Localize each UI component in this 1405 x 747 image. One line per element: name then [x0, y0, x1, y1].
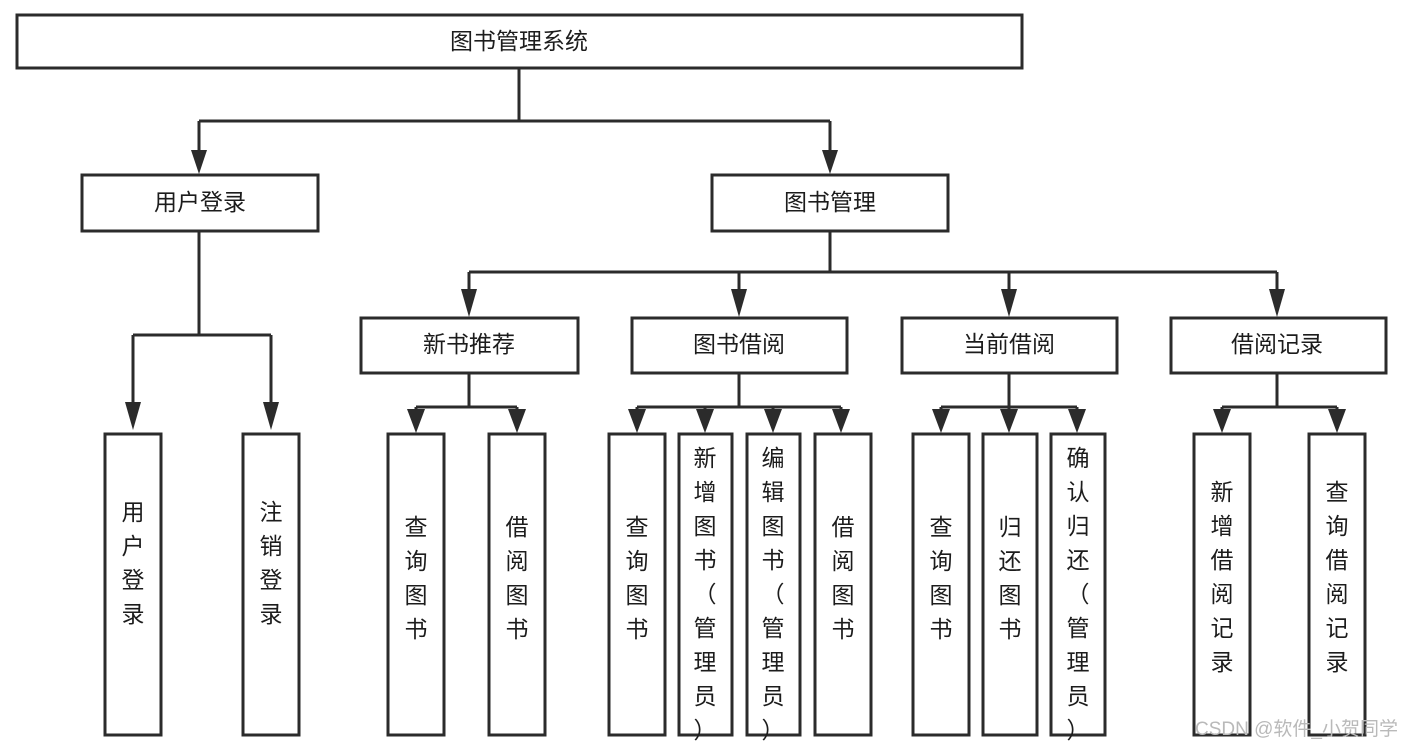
- arrow-head-icon: [832, 409, 850, 433]
- leaf-borrow-book-2-label: 借阅图书: [832, 514, 855, 642]
- leaf-query-book-3-label: 查询图书: [930, 514, 953, 642]
- node-book-borrow-box[interactable]: [630, 316, 849, 375]
- leaf-add-book-label: 新增图书（管理员）: [694, 445, 717, 743]
- node-user-login-label: 用户登录: [154, 189, 246, 215]
- node-book-manage-label: 图书管理: [784, 189, 876, 215]
- leaf-query-book-1-box[interactable]: [386, 432, 446, 737]
- leaf-confirm-return-box[interactable]: [1049, 432, 1107, 737]
- arrow-head-icon: [1000, 409, 1018, 433]
- leaf-query-record-label: 查询借阅记录: [1326, 479, 1349, 675]
- node-user-login[interactable]: 用户登录: [80, 173, 320, 233]
- leaf-user-login-label: 用户登录: [122, 499, 145, 627]
- leaf-add-book[interactable]: 新增图书（管理员）: [677, 432, 734, 743]
- node-book-borrow-label: 图书借阅: [693, 331, 785, 357]
- arrow-head-icon: [696, 409, 714, 433]
- leaf-add-record-box[interactable]: [1192, 432, 1252, 737]
- leaf-return-book-label: 归还图书: [999, 514, 1022, 642]
- leaf-query-record-box[interactable]: [1307, 432, 1367, 737]
- leaf-add-record[interactable]: 新增借阅记录: [1192, 432, 1252, 737]
- leaf-edit-book-box[interactable]: [745, 432, 802, 737]
- leaf-borrow-book-1[interactable]: 借阅图书: [487, 432, 547, 737]
- node-borrow-record-box[interactable]: [1169, 316, 1388, 375]
- leaf-query-book-1-label: 查询图书: [405, 514, 428, 642]
- leaf-confirm-return-label: 确认归还（管理员）: [1067, 445, 1090, 743]
- node-book-manage-box[interactable]: [710, 173, 950, 233]
- connector-layer: [125, 68, 1346, 433]
- node-new-book-recommend[interactable]: 新书推荐: [359, 316, 580, 375]
- arrow-head-icon: [1328, 409, 1346, 433]
- arrow-head-icon: [628, 409, 646, 433]
- leaf-add-record-label: 新增借阅记录: [1211, 479, 1234, 675]
- leaf-borrow-book-1-box[interactable]: [487, 432, 547, 737]
- node-root-box[interactable]: [15, 13, 1024, 70]
- arrow-head-icon: [508, 409, 526, 433]
- arrow-head-icon: [822, 150, 838, 174]
- arrow-head-icon: [764, 409, 782, 433]
- leaf-query-book-1[interactable]: 查询图书: [386, 432, 446, 737]
- leaf-user-logout[interactable]: 注销登录: [241, 432, 301, 737]
- leaf-return-book-box[interactable]: [981, 432, 1039, 737]
- node-book-manage[interactable]: 图书管理: [710, 173, 950, 233]
- node-current-borrow-box[interactable]: [900, 316, 1119, 375]
- arrow-head-icon: [1068, 409, 1086, 433]
- csdn-watermark: CSDN @软件_小贺同学: [1195, 718, 1398, 740]
- leaf-borrow-book-2-box[interactable]: [813, 432, 873, 737]
- node-new-book-recommend-box[interactable]: [359, 316, 580, 375]
- leaf-confirm-return[interactable]: 确认归还（管理员）: [1049, 432, 1107, 743]
- arrow-head-icon: [731, 289, 747, 317]
- node-current-borrow[interactable]: 当前借阅: [900, 316, 1119, 375]
- leaf-add-book-box[interactable]: [677, 432, 734, 737]
- leaf-user-logout-label: 注销登录: [260, 499, 283, 627]
- leaf-query-book-3-box[interactable]: [911, 432, 971, 737]
- leaf-user-logout-box[interactable]: [241, 432, 301, 737]
- leaf-query-book-2-label: 查询图书: [626, 514, 649, 642]
- leaf-query-book-2-box[interactable]: [607, 432, 667, 737]
- arrow-head-icon: [461, 289, 477, 317]
- arrow-head-icon: [191, 150, 207, 174]
- node-root[interactable]: 图书管理系统: [15, 13, 1024, 70]
- leaf-user-login-box[interactable]: [103, 432, 163, 737]
- leaf-edit-book-label: 编辑图书（管理员）: [762, 445, 785, 743]
- leaf-query-book-2[interactable]: 查询图书: [607, 432, 667, 737]
- node-borrow-record[interactable]: 借阅记录: [1169, 316, 1388, 375]
- arrow-head-icon: [1001, 289, 1017, 317]
- leaf-return-book[interactable]: 归还图书: [981, 432, 1039, 737]
- node-root-label: 图书管理系统: [450, 28, 588, 54]
- arrow-head-icon: [407, 409, 425, 433]
- arrow-head-icon: [1269, 289, 1285, 317]
- node-user-login-box[interactable]: [80, 173, 320, 233]
- leaf-edit-book[interactable]: 编辑图书（管理员）: [745, 432, 802, 743]
- leaf-borrow-book-2[interactable]: 借阅图书: [813, 432, 873, 737]
- leaf-query-book-3[interactable]: 查询图书: [911, 432, 971, 737]
- node-borrow-record-label: 借阅记录: [1231, 331, 1323, 357]
- leaf-query-record[interactable]: 查询借阅记录: [1307, 432, 1367, 737]
- arrow-head-icon: [932, 409, 950, 433]
- node-current-borrow-label: 当前借阅: [963, 331, 1055, 357]
- leaf-user-login[interactable]: 用户登录: [103, 432, 163, 737]
- arrow-head-icon: [125, 402, 141, 430]
- arrow-head-icon: [1213, 409, 1231, 433]
- arrow-head-icon: [263, 402, 279, 430]
- node-book-borrow[interactable]: 图书借阅: [630, 316, 849, 375]
- leaf-borrow-book-1-label: 借阅图书: [506, 514, 529, 642]
- node-new-book-recommend-label: 新书推荐: [423, 331, 515, 357]
